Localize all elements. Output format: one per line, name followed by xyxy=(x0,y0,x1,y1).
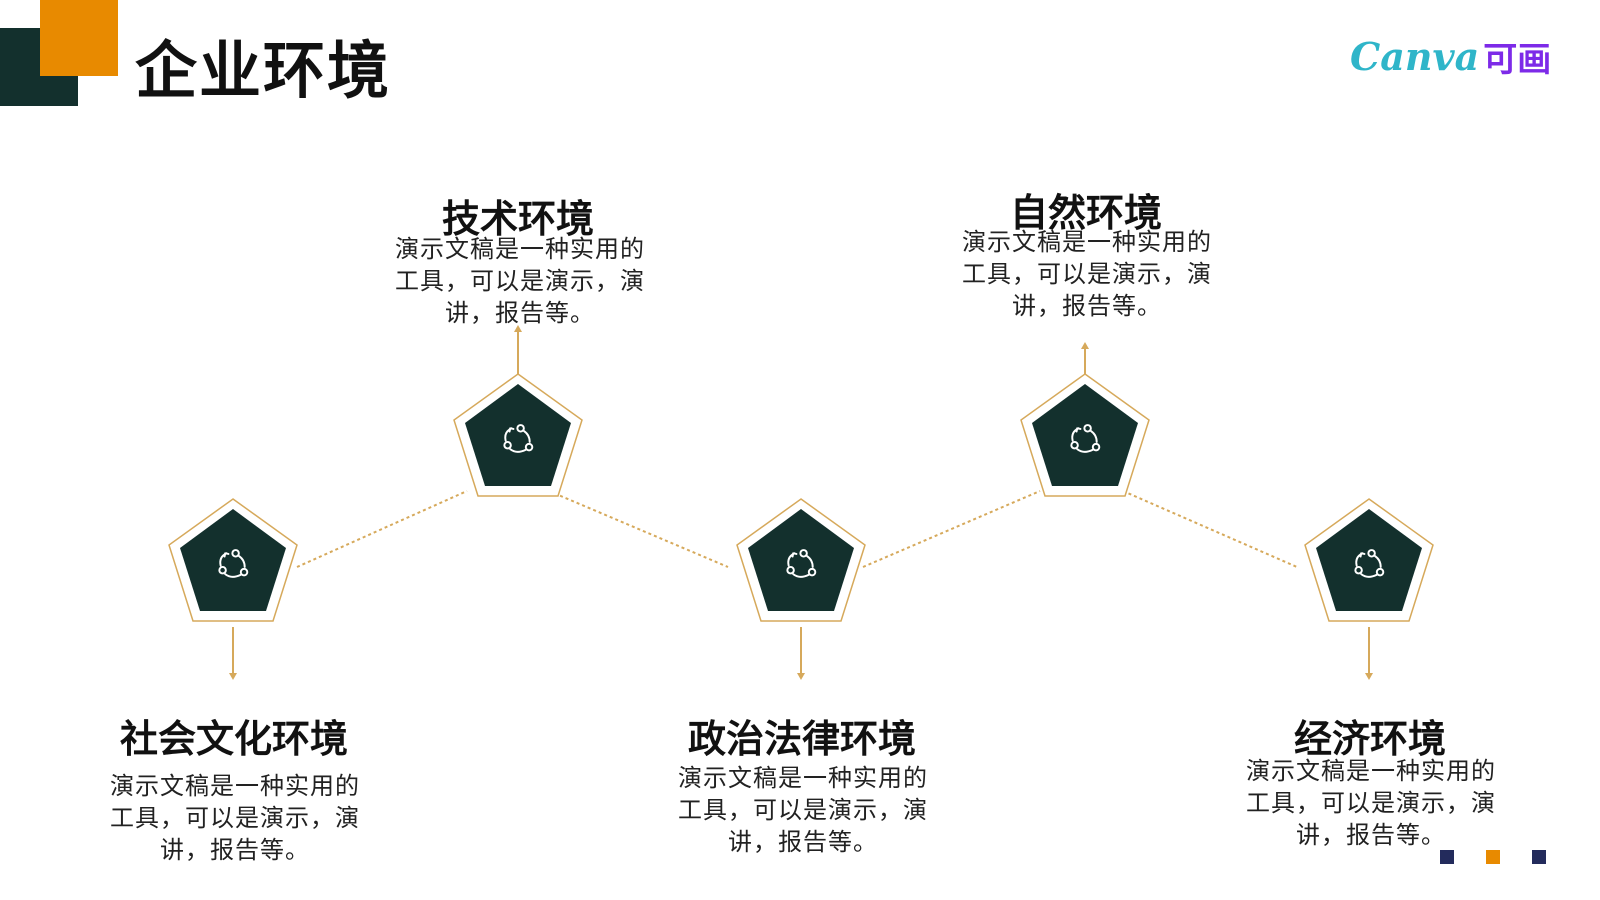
item-title-social-culture: 社会文化环境 xyxy=(119,717,348,761)
connector-line-3 xyxy=(862,490,1041,568)
item-desc-politics-law: 演示文稿是一种实用的工具，可以是演示，演讲，报告等。 xyxy=(678,764,928,856)
pentagon-node-1 xyxy=(168,498,298,622)
stem-arrow-2 xyxy=(514,325,522,332)
connector-lines xyxy=(296,490,1298,568)
connector-line-2 xyxy=(548,490,729,568)
pentagon-fill xyxy=(1316,509,1422,611)
pentagon-node-2 xyxy=(453,373,583,497)
decor-square-navy-1 xyxy=(1440,850,1454,864)
connector-line-4 xyxy=(1122,490,1298,568)
stem-arrow-1 xyxy=(229,673,237,680)
pentagon-fill xyxy=(748,509,854,611)
stem-arrow-3 xyxy=(797,673,805,680)
decor-square-navy-2 xyxy=(1532,850,1546,864)
item-title-politics-law: 政治法律环境 xyxy=(687,717,916,761)
item-desc-economy: 演示文稿是一种实用的工具，可以是演示，演讲，报告等。 xyxy=(1246,757,1496,849)
pentagon-node-4 xyxy=(1020,373,1150,497)
item-desc-nature: 演示文稿是一种实用的工具，可以是演示，演讲，报告等。 xyxy=(962,228,1212,320)
pentagon-fill xyxy=(180,509,286,611)
pentagon-node-5 xyxy=(1304,498,1434,622)
corner-decoration-orange xyxy=(40,0,118,76)
decor-square-orange xyxy=(1486,850,1500,864)
logo-word: Canva xyxy=(1350,34,1480,79)
item-desc-social-culture: 演示文稿是一种实用的工具，可以是演示，演讲，报告等。 xyxy=(110,772,360,864)
connector-line-1 xyxy=(296,490,468,568)
item-desc-technology: 演示文稿是一种实用的工具，可以是演示，演讲，报告等。 xyxy=(395,235,645,327)
pentagon-fill xyxy=(1032,384,1138,486)
item-title-technology: 技术环境 xyxy=(441,197,594,241)
logo-cn: 可画 xyxy=(1483,40,1552,80)
item-title-economy: 经济环境 xyxy=(1293,717,1446,761)
stem-arrow-5 xyxy=(1365,673,1373,680)
stem-lines xyxy=(229,325,1373,680)
page-title: 企业环境 xyxy=(135,34,392,107)
pentagon-fill xyxy=(465,384,571,486)
stem-arrow-4 xyxy=(1081,342,1089,349)
item-title-nature: 自然环境 xyxy=(1009,191,1162,235)
pentagon-node-3 xyxy=(736,498,866,622)
